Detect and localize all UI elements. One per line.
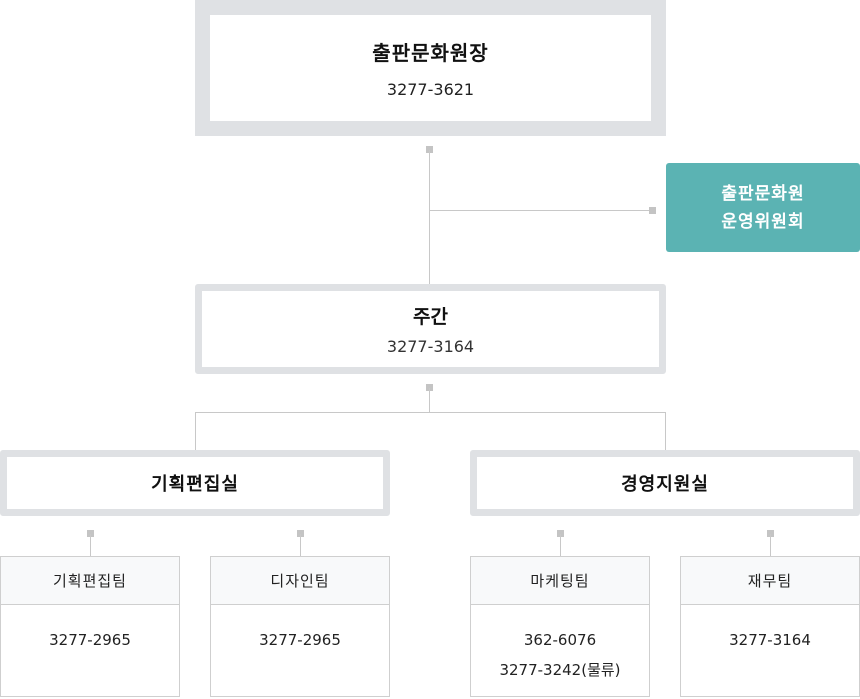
committee-line2: 운영위원회 [721, 211, 805, 232]
team-name: 마케팅팀 [471, 557, 649, 605]
connector-line [429, 388, 430, 412]
team-name: 재무팀 [681, 557, 859, 605]
division-title: 기획편집실 [151, 474, 239, 495]
committee-box: 출판문화원 운영위원회 [666, 163, 860, 252]
connector-line [300, 534, 301, 556]
chief-phone: 3277-3164 [386, 337, 475, 356]
connector-line [195, 412, 196, 450]
team-name: 기획편집팀 [1, 557, 179, 605]
team-design: 디자인팀 3277-2965 [210, 556, 390, 697]
connector-line-committee [429, 210, 652, 211]
connector-line [665, 412, 666, 450]
connector-branch [195, 412, 666, 413]
director-box: 출판문화원장 3277-3621 [195, 0, 666, 136]
team-finance: 재무팀 3277-3164 [680, 556, 860, 697]
division-planning-editing: 기획편집실 [0, 450, 390, 516]
division-management-support: 경영지원실 [470, 450, 860, 516]
chief-box: 주간 3277-3164 [195, 284, 666, 374]
connector-dot [297, 530, 304, 537]
team-phone-logistics: 3277-3242(물류) [499, 661, 621, 679]
connector-dot [649, 207, 656, 214]
connector-dot [426, 384, 433, 391]
connector-dot [87, 530, 94, 537]
team-phone: 3277-2965 [259, 631, 341, 649]
team-phone: 3277-2965 [49, 631, 131, 649]
division-title: 경영지원실 [621, 474, 709, 495]
team-marketing: 마케팅팀 362-6076 3277-3242(물류) [470, 556, 650, 697]
connector-line [770, 534, 771, 556]
connector-line [90, 534, 91, 556]
connector-line [429, 150, 430, 284]
connector-dot [767, 530, 774, 537]
director-title: 출판문화원장 [372, 41, 489, 65]
team-phone: 362-6076 [523, 631, 597, 649]
connector-dot [426, 146, 433, 153]
chief-title: 주간 [413, 306, 448, 328]
team-planning-editing: 기획편집팀 3277-2965 [0, 556, 180, 697]
team-name: 디자인팀 [211, 557, 389, 605]
team-phone: 3277-3164 [729, 631, 811, 649]
committee-line1: 출판문화원 [721, 183, 805, 204]
director-phone: 3277-3621 [386, 80, 475, 99]
connector-line [560, 534, 561, 556]
connector-dot [557, 530, 564, 537]
